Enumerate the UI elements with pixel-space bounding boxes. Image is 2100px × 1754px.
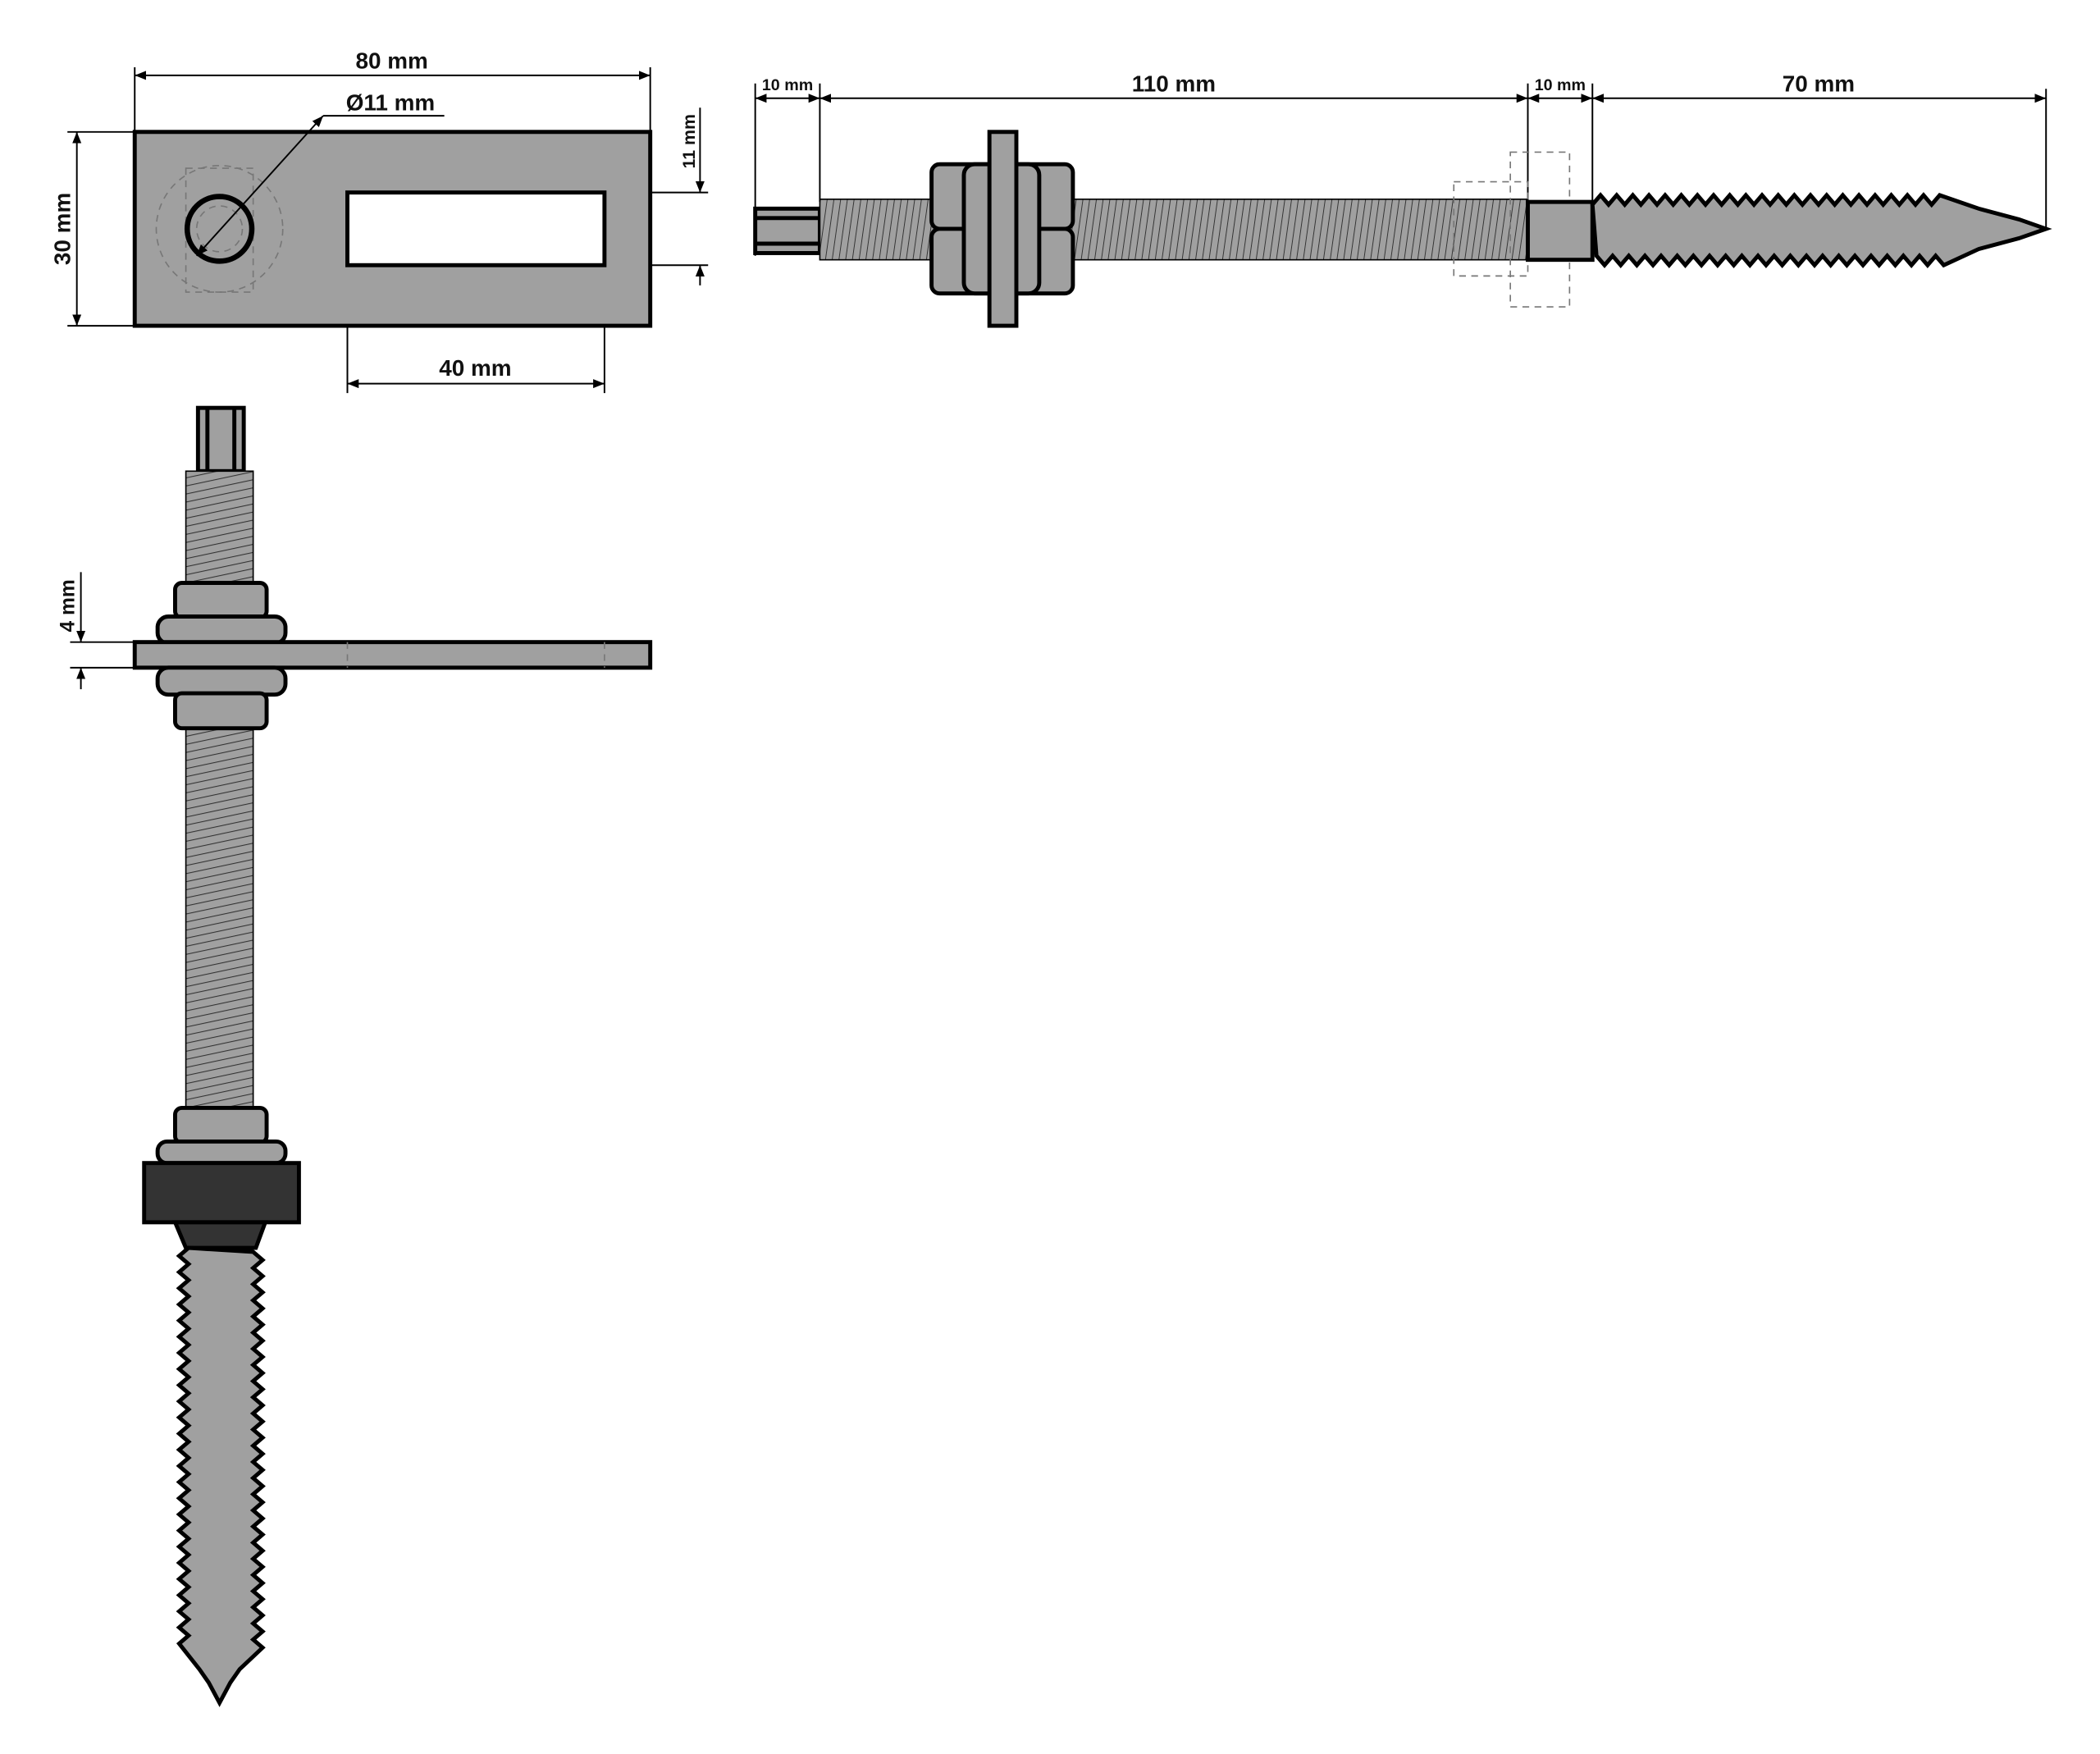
slot-width-label: 11 mm [679, 114, 699, 168]
hole-diameter-label: Ø11 mm [346, 90, 435, 116]
dim-drive-end-label: 10 mm [762, 76, 813, 94]
lower-seal-assembly [142, 1105, 301, 1250]
machine-thread-vertical [185, 470, 254, 1109]
dim-machine-thread-label: 110 mm [1132, 71, 1216, 97]
plate-height-label: 30 mm [49, 193, 75, 265]
plate-top-view: 80 mm 30 mm Ø11 mm 40 mm 11 mm [49, 48, 709, 394]
plate-slot [345, 190, 607, 267]
nut-assembly [929, 130, 1075, 328]
machine-thread [819, 199, 1529, 261]
plate-edge [987, 130, 1019, 328]
bolt-dimensions: 10 mm 110 mm 10 mm 70 mm [754, 71, 2048, 256]
plate-thickness-dimension: 4 mm [57, 572, 135, 690]
plate-thickness-label: 4 mm [57, 579, 79, 632]
dim-collar-label: 10 mm [1535, 76, 1586, 94]
bolt-side-view: 10 mm 110 mm 10 mm 70 mm [753, 71, 2052, 328]
plate-dimensions: 80 mm 30 mm Ø11 mm 40 mm 11 mm [49, 48, 709, 394]
plate-width-label: 80 mm [355, 48, 427, 74]
drive-end-vertical [195, 405, 246, 473]
plate-side [132, 640, 653, 670]
wood-thread [1590, 192, 2052, 269]
assembly-view: 4 mm [57, 405, 653, 1707]
slot-length-label: 40 mm [439, 355, 511, 381]
drive-end [753, 206, 822, 255]
wood-thread-vertical [176, 1245, 266, 1707]
upper-nuts [132, 581, 653, 731]
rubber-seal [142, 1161, 301, 1225]
collar [1526, 199, 1595, 263]
dim-wood-thread-label: 70 mm [1783, 71, 1855, 97]
